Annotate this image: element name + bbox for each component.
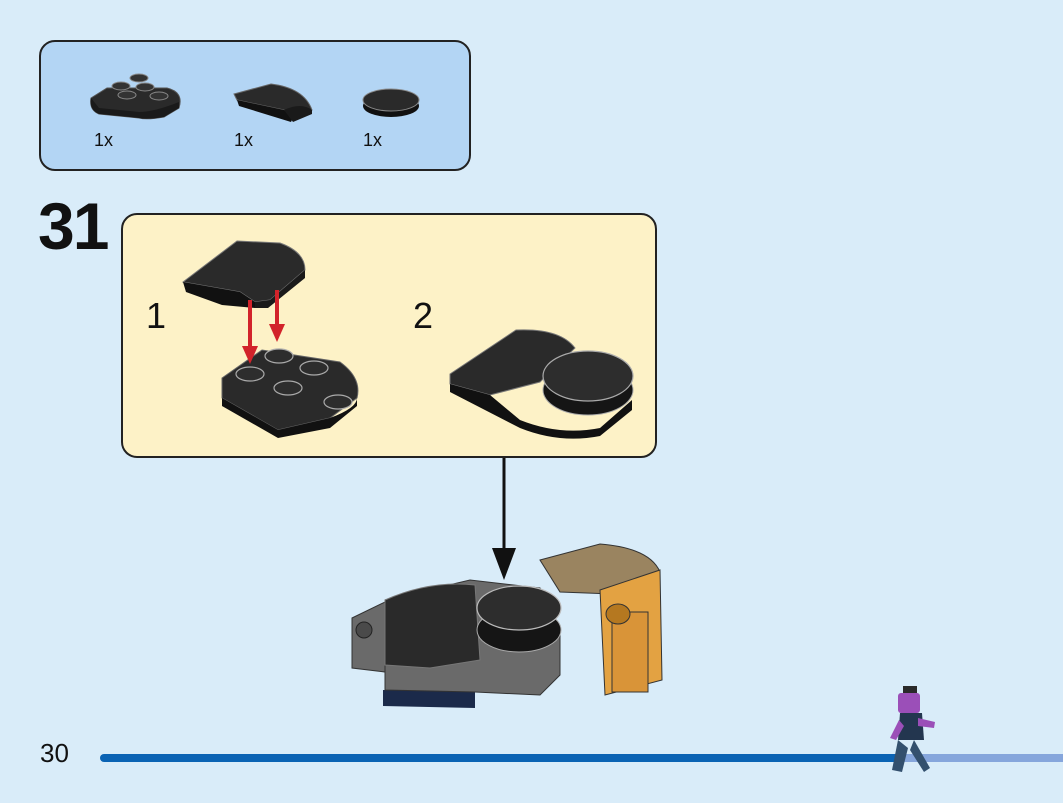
part-quantity: 1x xyxy=(363,130,383,150)
main-model-illustration xyxy=(351,543,663,708)
page-number: 30 xyxy=(40,738,69,768)
substep1-illustration xyxy=(181,240,359,438)
parts-callout: 1x 1x 1x xyxy=(39,40,471,171)
connector-arrowhead xyxy=(492,548,516,580)
substep-number: 2 xyxy=(413,295,434,336)
step-number: 31 xyxy=(38,189,109,263)
plate-part-icon xyxy=(90,73,181,120)
substep2-illustration xyxy=(449,329,634,439)
part-quantity: 1x xyxy=(94,130,114,150)
part-quantity: 1x xyxy=(234,130,254,150)
minifigure-progress-icon xyxy=(890,686,935,772)
slope-part-icon xyxy=(233,83,313,122)
subassembly-panel: 1 2 xyxy=(121,213,657,458)
round-tile-part-icon xyxy=(362,88,420,117)
substep-number: 1 xyxy=(146,295,167,336)
parts-illustration xyxy=(90,73,420,122)
